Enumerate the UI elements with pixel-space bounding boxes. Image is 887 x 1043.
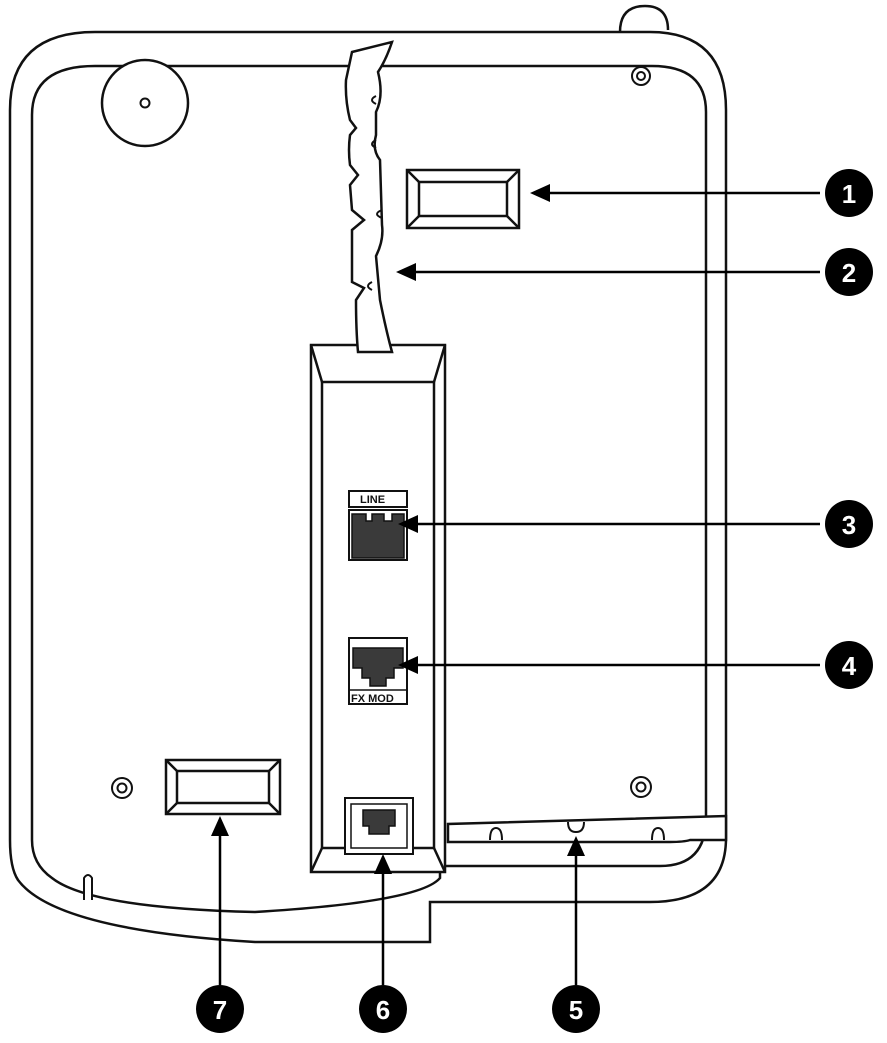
jack-panel bbox=[309, 343, 447, 874]
jack-panel-outer bbox=[309, 343, 447, 874]
callout-4-number: 4 bbox=[842, 651, 857, 681]
fx-mod-jack-socket bbox=[352, 647, 404, 687]
callout-7: 7 bbox=[196, 985, 244, 1033]
callout-2: 2 bbox=[825, 248, 873, 296]
line-jack-label: LINE bbox=[360, 494, 385, 506]
handset-jack bbox=[344, 797, 414, 855]
callout-4: 4 bbox=[825, 641, 873, 689]
handset-cord-notches bbox=[367, 95, 383, 291]
cord-channel bbox=[446, 814, 728, 844]
callout-5-number: 5 bbox=[569, 995, 583, 1025]
fx-mod-jack-label: FX MOD bbox=[351, 693, 394, 705]
inner-body bbox=[30, 64, 708, 914]
handset-jack-socket bbox=[362, 809, 396, 835]
callout-5: 5 bbox=[552, 985, 600, 1033]
callout-6: 6 bbox=[359, 985, 407, 1033]
callout-3-number: 3 bbox=[842, 510, 856, 540]
callout-7-number: 7 bbox=[213, 995, 227, 1025]
callout-1-number: 1 bbox=[842, 179, 856, 209]
callout-2-number: 2 bbox=[842, 258, 856, 288]
leader-line-6 bbox=[374, 854, 392, 985]
edge-notch bbox=[83, 874, 93, 900]
leader-line-5 bbox=[567, 836, 585, 985]
rubber-foot-center bbox=[139, 97, 151, 109]
leader-line-1 bbox=[530, 184, 820, 202]
callout-1: 1 bbox=[825, 169, 873, 217]
rubber-foot-outer bbox=[100, 58, 190, 148]
screw-hole-bottom-right bbox=[630, 776, 652, 798]
fx-mod-jack: FX MOD bbox=[348, 637, 408, 705]
screw-hole-bottom-left bbox=[111, 777, 133, 799]
callout-6-number: 6 bbox=[376, 995, 390, 1025]
leader-line-2 bbox=[396, 263, 820, 281]
screw-hole-top-right bbox=[631, 66, 651, 86]
top-knob bbox=[618, 4, 670, 33]
callout-3: 3 bbox=[825, 500, 873, 548]
rubber-foot bbox=[100, 58, 190, 148]
leader-line-4 bbox=[398, 656, 820, 674]
wall-mount-slot-top bbox=[405, 168, 521, 230]
leader-line-3 bbox=[398, 515, 820, 533]
leader-line-7 bbox=[211, 816, 229, 985]
wall-mount-slot-bottom bbox=[164, 758, 282, 816]
line-jack-plug bbox=[351, 513, 405, 559]
leader-lines bbox=[211, 184, 820, 985]
handset-cord bbox=[344, 40, 394, 354]
line-jack: LINE bbox=[348, 490, 408, 561]
